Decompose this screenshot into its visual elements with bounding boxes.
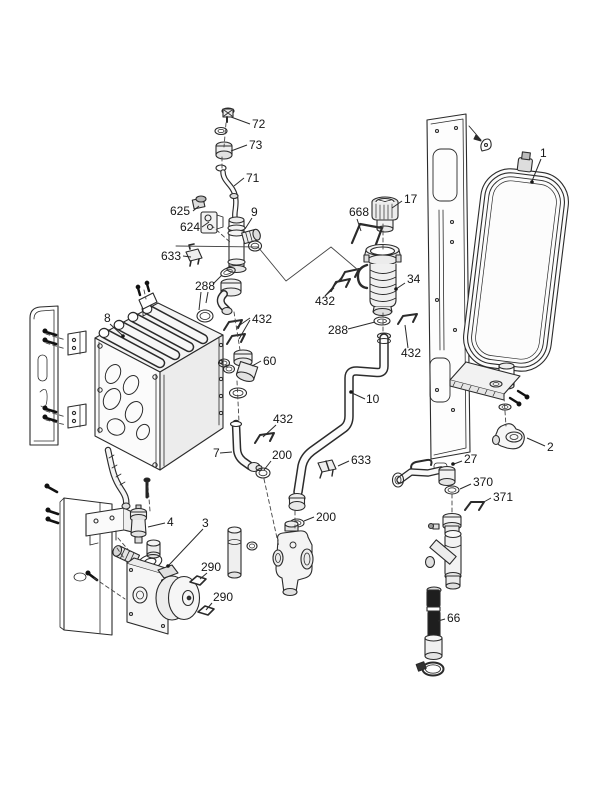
callout-leader-line <box>337 460 350 467</box>
assembly-axis-lines <box>45 122 507 600</box>
part-callout-label: 633 <box>351 453 371 467</box>
artwork <box>29 107 569 677</box>
pump-assembly <box>104 446 258 635</box>
drain-hose-66 <box>415 586 445 677</box>
callout-leader-line <box>303 516 315 522</box>
return-pipe-10 <box>288 332 392 528</box>
callout-leader-line <box>236 317 251 328</box>
callout-leader-line <box>219 451 233 454</box>
part-callout-label: 17 <box>404 192 418 206</box>
callout-leader-line <box>251 360 262 367</box>
part-callout-label: 7 <box>213 446 220 460</box>
callout-dot <box>530 180 534 184</box>
callout-leader-line <box>198 291 202 311</box>
callout-leader-line <box>404 324 409 349</box>
sensor-bracket <box>185 195 224 267</box>
callout-dot <box>121 334 125 338</box>
part-callout-label: 624 <box>180 220 200 234</box>
finned-tubes <box>98 303 209 369</box>
callout-leader-line <box>459 483 472 490</box>
part-callout-label: 200 <box>272 448 292 462</box>
connection-pipe-7 <box>229 419 271 479</box>
vent-fittings-column <box>214 107 245 232</box>
callout-leader-line <box>356 218 362 232</box>
part-callout-label: 72 <box>252 117 266 131</box>
part-callout-label: 3 <box>202 516 209 530</box>
callout-leader-line <box>230 116 251 125</box>
callout-leader-line <box>453 460 463 465</box>
callout-leader-line <box>531 158 542 182</box>
callout-dot <box>394 287 398 291</box>
part-callout-label: 73 <box>249 138 263 152</box>
callout-leader-line <box>199 572 208 580</box>
part-callout-label: 290 <box>201 560 221 574</box>
part-callout-label: 625 <box>170 204 190 218</box>
callout-leader-line <box>391 200 403 209</box>
callout-leader-line <box>526 437 546 447</box>
callout-leader-line <box>395 282 406 290</box>
part-callout-label: 432 <box>315 294 335 308</box>
callout-leader-line <box>147 522 166 528</box>
callout-leader-line <box>481 497 492 504</box>
callout-leader-line <box>262 424 277 438</box>
callout-leader-line <box>324 276 343 297</box>
part-callout-label: 432 <box>252 312 272 326</box>
part-callout-label: 432 <box>273 412 293 426</box>
part-callout-label: 2 <box>547 440 554 454</box>
air-separator-assembly <box>330 196 418 326</box>
callout-leader-line <box>233 177 245 187</box>
part-callout-label: 668 <box>349 205 369 219</box>
callout-leader-line <box>351 392 366 400</box>
callout-leader-line <box>212 274 223 285</box>
part-callout-label: 200 <box>316 510 336 524</box>
expansion-vessel <box>449 151 569 450</box>
callout-leader-line <box>168 528 204 566</box>
callout-dot <box>451 462 455 466</box>
callout-leader-line <box>182 255 192 258</box>
callout-leader-line <box>437 618 446 622</box>
casting-detail <box>97 342 224 468</box>
part-callout-label: 633 <box>161 249 181 263</box>
callout-leader-line <box>238 319 251 340</box>
callout-leader-line <box>205 602 213 611</box>
heat-exchanger <box>94 280 224 471</box>
part-callout-label: 432 <box>401 346 421 360</box>
part-callout-label: 27 <box>464 452 478 466</box>
diverter-valve-body <box>272 520 314 597</box>
lower-left-panel <box>59 497 133 636</box>
callout-leader-line <box>230 144 248 152</box>
part-callout-label: 8 <box>104 311 111 325</box>
part-callout-label: 10 <box>366 392 380 406</box>
callout-leader-line <box>192 205 200 212</box>
part-callout-label: 66 <box>447 611 461 625</box>
part-callout-label: 1 <box>540 146 547 160</box>
part-callout-label: 288 <box>195 279 215 293</box>
part-callout-label: 371 <box>493 490 513 504</box>
flow-elbow-60 <box>217 349 259 399</box>
callout-leader-line <box>244 217 253 230</box>
part-callout-label: 290 <box>213 590 233 604</box>
condensate-outlet-assembly <box>391 458 485 677</box>
callout-leader-line <box>263 460 272 471</box>
callout-dot <box>166 564 170 568</box>
callout-leader-line <box>109 323 123 336</box>
callout-leader-line <box>347 321 376 330</box>
clips-290 <box>189 575 215 616</box>
part-callout-label: 34 <box>407 272 421 286</box>
callout-leader-line <box>201 221 210 228</box>
callout-leader-line <box>205 291 209 304</box>
part-callout-label: 288 <box>328 323 348 337</box>
part-callout-label: 4 <box>167 515 174 529</box>
pump-elbow-assembly <box>196 216 263 323</box>
part-callout-label: 370 <box>473 475 493 489</box>
callout-dot <box>349 390 353 394</box>
part-callout-label: 9 <box>251 205 258 219</box>
part-callout-label: 60 <box>263 354 277 368</box>
part-callout-label: 71 <box>246 171 260 185</box>
left-side-panel <box>29 305 59 446</box>
